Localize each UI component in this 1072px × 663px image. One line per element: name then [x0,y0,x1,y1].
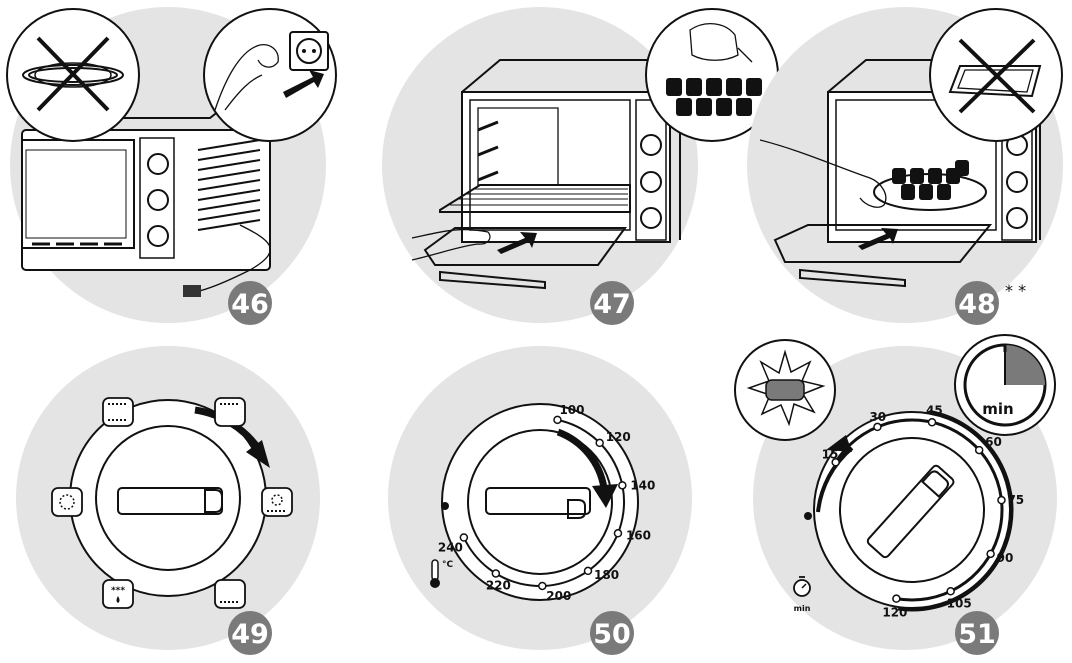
mode-fan-icon [51,487,83,517]
mode-top-icon [214,397,246,427]
temperature-mark-label: 180 [594,568,619,582]
svg-text:***: *** [111,586,125,596]
temperature-mark-label: 100 [559,403,584,417]
panel-49: *** 49 [16,346,320,655]
temperature-mark-label: 120 [606,430,631,444]
off-dot [804,512,812,520]
temperature-mark-label: 240 [438,540,463,554]
timer-dial-grip [866,464,955,559]
timer-mark-label: 90 [997,551,1014,565]
step-badge-49 [228,611,272,655]
timer-mark-label: 30 [869,410,886,424]
glasses-inset [645,8,779,142]
clock-inset: min [954,334,1056,436]
step-number-47: 47 [593,289,631,320]
timer-mark-tick [873,422,882,432]
temperature-mark-tick [618,481,627,490]
oven-illustration [21,69,271,297]
panel-51: 15 30 45 60 75 90 105 120 min min 51 [734,334,1057,655]
mode-dial-grip [117,487,223,515]
step-badge-50 [590,611,634,655]
mode-bottom-icon [214,579,246,609]
temperature-mark-tick [538,581,547,591]
timer-mark-label: 75 [1007,493,1024,507]
timer-mark-tick [997,495,1006,505]
step-number-49: 49 [231,619,269,650]
timer-mark-tick [927,418,937,427]
temperature-mark-tick [553,415,562,425]
unplug-socket-inset [203,8,337,142]
mode-top-bottom-icon [102,397,134,427]
step-badge-47 [590,281,634,325]
step-number-46: 46 [231,289,269,320]
step-badge-48 [955,281,999,325]
temperature-mark-label: 140 [630,478,655,492]
no-tray-on-top-inset [929,8,1063,142]
thermometer-icon: °C [430,559,454,588]
temperature-mark-tick [491,569,501,578]
temperature-scale: 100 120 140 160 180 200 220 240 [438,403,656,603]
stopwatch-unit-label: min [794,604,811,613]
temperature-mark-tick [459,533,469,542]
temperature-mark-label: 220 [486,578,511,592]
temperature-mark-label: 200 [546,589,571,603]
temperature-dial-grip [485,487,591,515]
timer-mark-tick [892,594,901,603]
timer-mark-tick [974,445,984,455]
timer-mark-label: 60 [985,435,1002,449]
step-badge-51 [955,611,999,655]
mode-defrost-icon [102,579,134,609]
temperature-mark-tick [595,438,604,448]
stopwatch-icon: min [793,576,811,613]
panel-50: 100 120 140 160 180 200 220 240 °C 50 [388,346,692,655]
step-number-51: 51 [958,619,996,650]
panel-48: 48 * * [747,7,1063,325]
timer-scale: 15 30 45 60 75 90 105 120 [822,403,1024,619]
temperature-mark-tick [613,529,623,538]
timer-mark-tick [946,587,955,596]
timer-mark-label: 45 [926,403,943,417]
note-asterisks: * * [1005,281,1026,300]
indicator-light-inset [734,339,836,441]
timer-mark-tick [986,549,995,559]
rotate-arrow [246,440,270,468]
step-number-48: 48 [958,289,996,320]
step-number-50: 50 [593,619,631,650]
mode-fan-bottom-icon [261,487,293,517]
panel-47: 47 [382,7,779,325]
timer-mark-label: 120 [882,606,907,620]
mode-icons: *** [51,397,293,609]
timer-mark-label: 15 [822,447,839,461]
off-dot [441,502,449,510]
timer-mark-label: 105 [947,596,972,610]
rotate-arrow [556,428,608,489]
temperature-unit-label: °C [442,560,454,570]
panel-46: 46 [6,7,337,325]
timer-mark-tick [831,458,840,467]
clock-unit-label: min [982,400,1013,418]
step-badge-46 [228,281,272,325]
temperature-mark-tick [583,566,593,576]
temperature-mark-label: 160 [626,528,651,542]
no-coiled-cord-inset [6,8,140,142]
